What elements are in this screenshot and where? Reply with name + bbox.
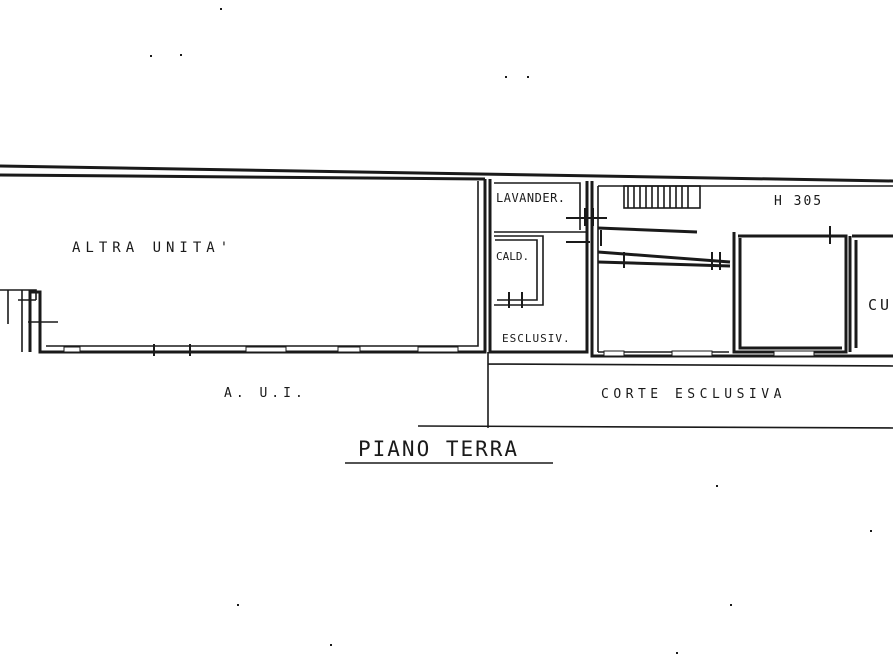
window-marks-right: [603, 350, 815, 357]
room-middle: [732, 232, 848, 354]
label-cu: CU: [868, 296, 892, 314]
label-esclusiv: ESCLUSIV.: [502, 332, 571, 345]
altra-unita-inner: [46, 181, 479, 347]
left-step: [0, 289, 58, 352]
label-cald: CALD.: [496, 250, 529, 263]
corridor-walls: [597, 226, 731, 268]
altra-unita-outline: [28, 179, 487, 354]
service-block: [488, 179, 589, 354]
service-inner: [494, 182, 587, 306]
drawing-title: PIANO TERRA: [358, 437, 519, 461]
window-marks-left: [63, 344, 459, 356]
stair: [623, 185, 701, 209]
label-h305: H 305: [774, 194, 823, 209]
courtyard-boundary: [417, 352, 893, 429]
room-right: [848, 234, 893, 352]
label-lavander: LAVANDER.: [496, 191, 566, 205]
label-altra-unita: ALTRA UNITA': [72, 240, 233, 256]
label-aui: A. U.I.: [224, 386, 307, 401]
exterior-wall-top: [0, 164, 893, 183]
door-ticks-right: [623, 226, 836, 270]
scan-specks: [150, 8, 872, 654]
label-corte-esclusiva: CORTE ESCLUSIVA: [601, 387, 786, 402]
